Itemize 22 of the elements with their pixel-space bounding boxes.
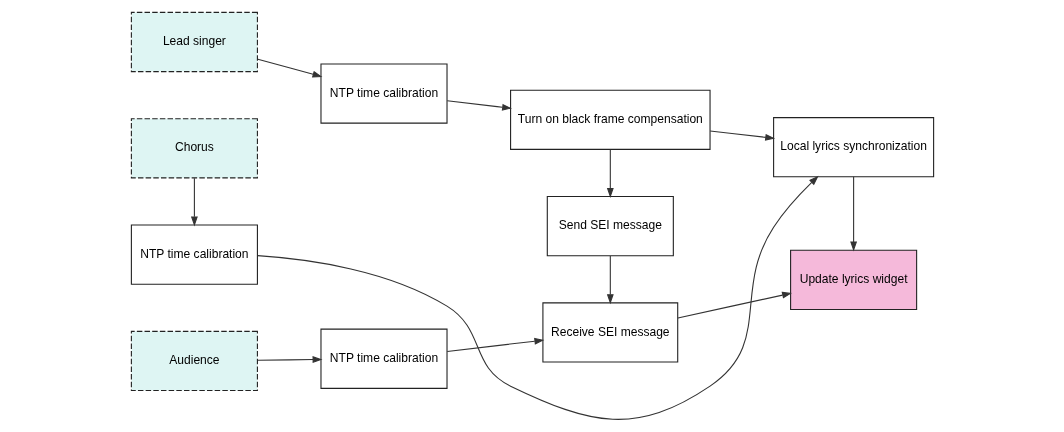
arrow bbox=[446, 337, 544, 352]
arrow bbox=[256, 175, 819, 420]
node-box: NTP time calibration bbox=[130, 224, 258, 285]
node-box: Send SEI message bbox=[546, 196, 674, 257]
node-box: Local lyrics synchronization bbox=[772, 117, 934, 178]
arrow bbox=[606, 255, 614, 305]
arrow bbox=[709, 130, 775, 141]
arrow bbox=[190, 177, 198, 227]
arrow bbox=[606, 149, 614, 198]
arrow bbox=[849, 176, 857, 252]
node-box: NTP time calibration bbox=[319, 328, 448, 389]
arrow bbox=[446, 100, 512, 111]
node-box: Audience bbox=[130, 330, 258, 392]
node-box: Receive SEI message bbox=[541, 302, 678, 363]
node-box: Turn on black frame compensation bbox=[509, 89, 711, 150]
node-box: Update lyrics widget bbox=[789, 249, 917, 310]
arrow bbox=[256, 58, 322, 78]
arrow bbox=[676, 291, 792, 319]
arrow bbox=[256, 356, 322, 364]
node-box: NTP time calibration bbox=[319, 63, 448, 124]
node-box: Lead singer bbox=[130, 11, 258, 73]
node-box: Chorus bbox=[130, 118, 258, 179]
